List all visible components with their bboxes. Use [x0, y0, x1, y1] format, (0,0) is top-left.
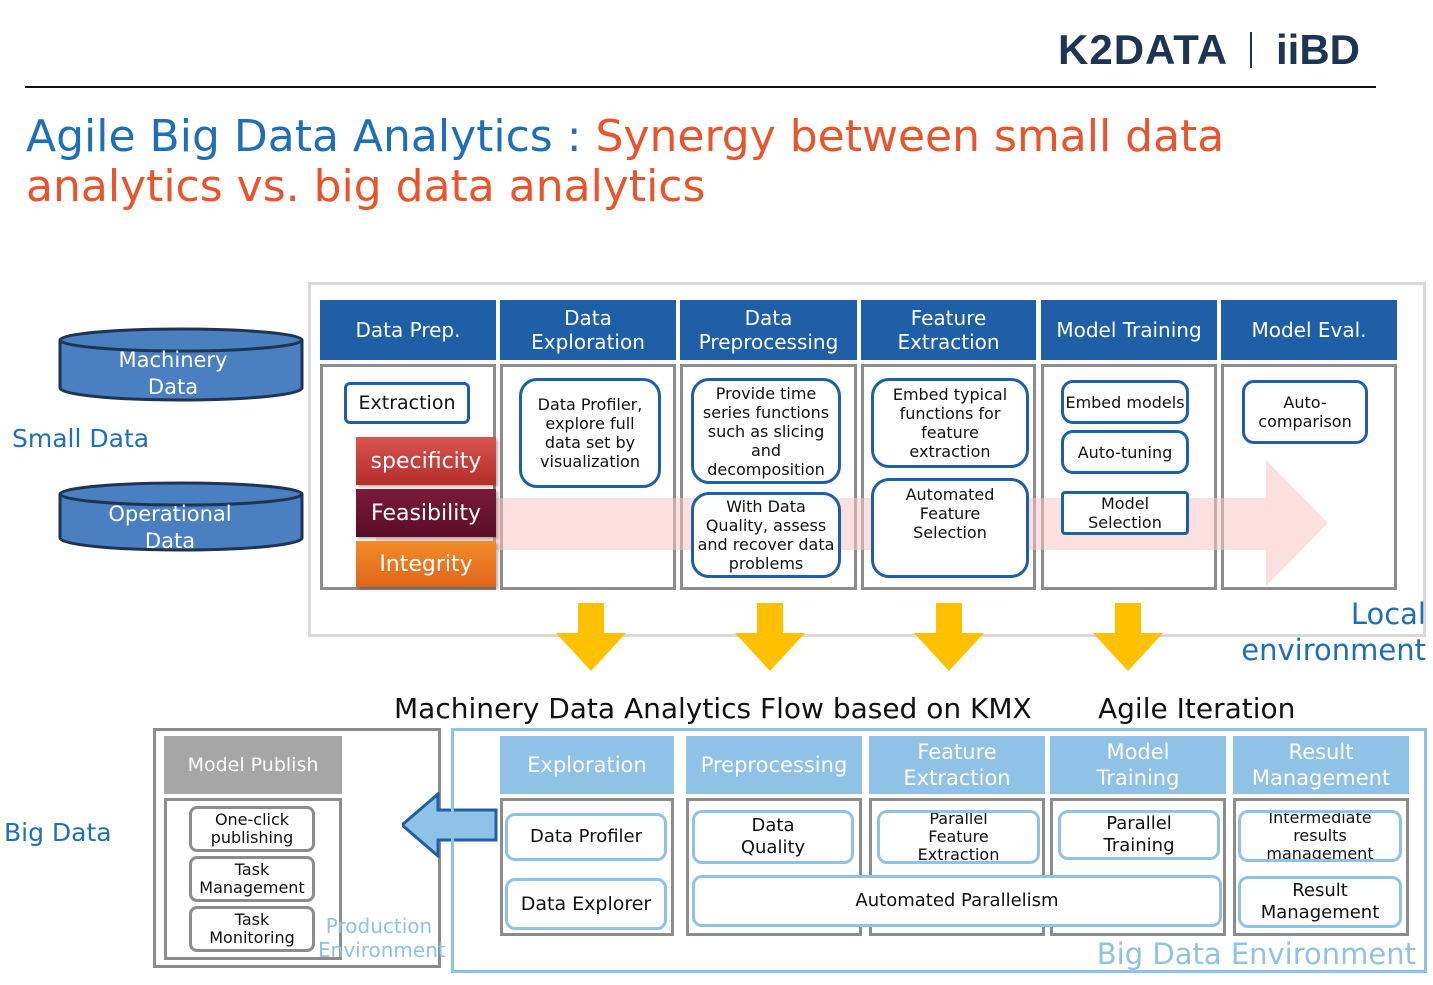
- local-environment-label: Local environment: [1241, 597, 1426, 667]
- header-feature-extraction-big: Feature Extraction: [869, 736, 1045, 794]
- badge-feasibility: Feasibility: [356, 489, 496, 537]
- auto-feature-selection-box: Automated Feature Selection: [871, 478, 1029, 578]
- agile-iteration-label: Agile Iteration: [1098, 692, 1296, 725]
- model-publish-header: Model Publish: [164, 736, 342, 794]
- title-part2-line1: Synergy between small data: [595, 111, 1225, 162]
- header-data-preprocessing: Data Preprocessing: [680, 300, 857, 360]
- small-data-label: Small Data: [12, 424, 150, 453]
- header-data-exploration: Data Exploration: [500, 300, 676, 360]
- data-explorer-box: Data Explorer: [505, 878, 667, 930]
- header-result-management: Result Management: [1233, 736, 1409, 794]
- model-selection-box: Model Selection: [1061, 491, 1189, 535]
- page-title: Agile Big Data Analytics : Synergy betwe…: [26, 112, 1326, 212]
- header-model-training: Model Training: [1041, 300, 1217, 360]
- title-separator: :: [552, 111, 596, 162]
- auto-tuning-box: Auto-tuning: [1061, 430, 1189, 474]
- big-data-environment-label: Big Data Environment: [1096, 937, 1416, 971]
- data-profiler-box: Data Profiler, explore full data set by …: [519, 378, 661, 488]
- header-exploration: Exploration: [500, 736, 674, 794]
- header-model-training-big: Model Training: [1050, 736, 1226, 794]
- production-column: [164, 798, 342, 960]
- big-data-environment-frame: [451, 728, 1427, 973]
- title-part2-line2: analytics vs. big data analytics: [26, 161, 706, 212]
- down-arrow-icon: [914, 603, 984, 671]
- header-feature-extraction: Feature Extraction: [861, 300, 1036, 360]
- task-management-box: Task Management: [189, 856, 315, 902]
- typical-functions-box: Embed typical functions for feature extr…: [871, 378, 1029, 468]
- header-data-prep: Data Prep.: [320, 300, 496, 360]
- database-machinery-icon: [58, 327, 304, 402]
- database-operational-label: Operational Data: [108, 502, 232, 553]
- down-arrow-icon: [735, 603, 805, 671]
- agile-flow-arrow: [376, 460, 1328, 586]
- extraction-box: Extraction: [344, 382, 470, 424]
- intermediate-results-box: Intermediate results management: [1238, 810, 1402, 862]
- big-data-label: Big Data: [4, 818, 112, 847]
- iibd-logo: iiBD: [1276, 26, 1360, 73]
- data-profiler-big-box: Data Profiler: [505, 813, 667, 861]
- badge-specificity: specificity: [356, 437, 496, 485]
- brand-logo: K2DATA iiBD: [1058, 28, 1378, 72]
- parallel-feature-extraction-box: Parallel Feature Extraction: [877, 810, 1040, 864]
- logo-divider: [1250, 32, 1252, 68]
- title-part1: Agile Big Data Analytics: [26, 111, 553, 162]
- down-arrow-icon: [556, 603, 626, 671]
- flow-title: Machinery Data Analytics Flow based on K…: [394, 692, 1032, 725]
- k2data-logo: K2DATA: [1058, 26, 1229, 73]
- badge-integrity: Integrity: [356, 541, 496, 587]
- header-rule: [25, 86, 1376, 88]
- header-model-eval: Model Eval.: [1221, 300, 1397, 360]
- database-machinery-label: Machinery Data: [118, 348, 228, 399]
- one-click-publishing-box: One-click publishing: [189, 806, 315, 852]
- local-environment-frame: [308, 282, 1426, 637]
- time-series-box: Provide time series functions such as sl…: [691, 378, 841, 484]
- embed-models-box: Embed models: [1061, 380, 1189, 424]
- publish-arrow-icon: [402, 792, 498, 858]
- data-quality-big-box: Data Quality: [692, 810, 854, 864]
- header-preprocessing: Preprocessing: [686, 736, 862, 794]
- auto-comparison-box: Auto-comparison: [1242, 380, 1368, 444]
- data-quality-box: With Data Quality, assess and recover da…: [691, 492, 841, 578]
- automated-parallelism-box: Automated Parallelism: [692, 875, 1222, 927]
- database-operational-icon: [58, 481, 304, 552]
- down-arrow-icon: [1093, 603, 1163, 671]
- parallel-training-box: Parallel Training: [1058, 810, 1220, 860]
- production-environment-label: Production Environment: [318, 914, 446, 962]
- result-management-box: Result Management: [1238, 876, 1402, 928]
- task-monitoring-box: Task Monitoring: [189, 906, 315, 952]
